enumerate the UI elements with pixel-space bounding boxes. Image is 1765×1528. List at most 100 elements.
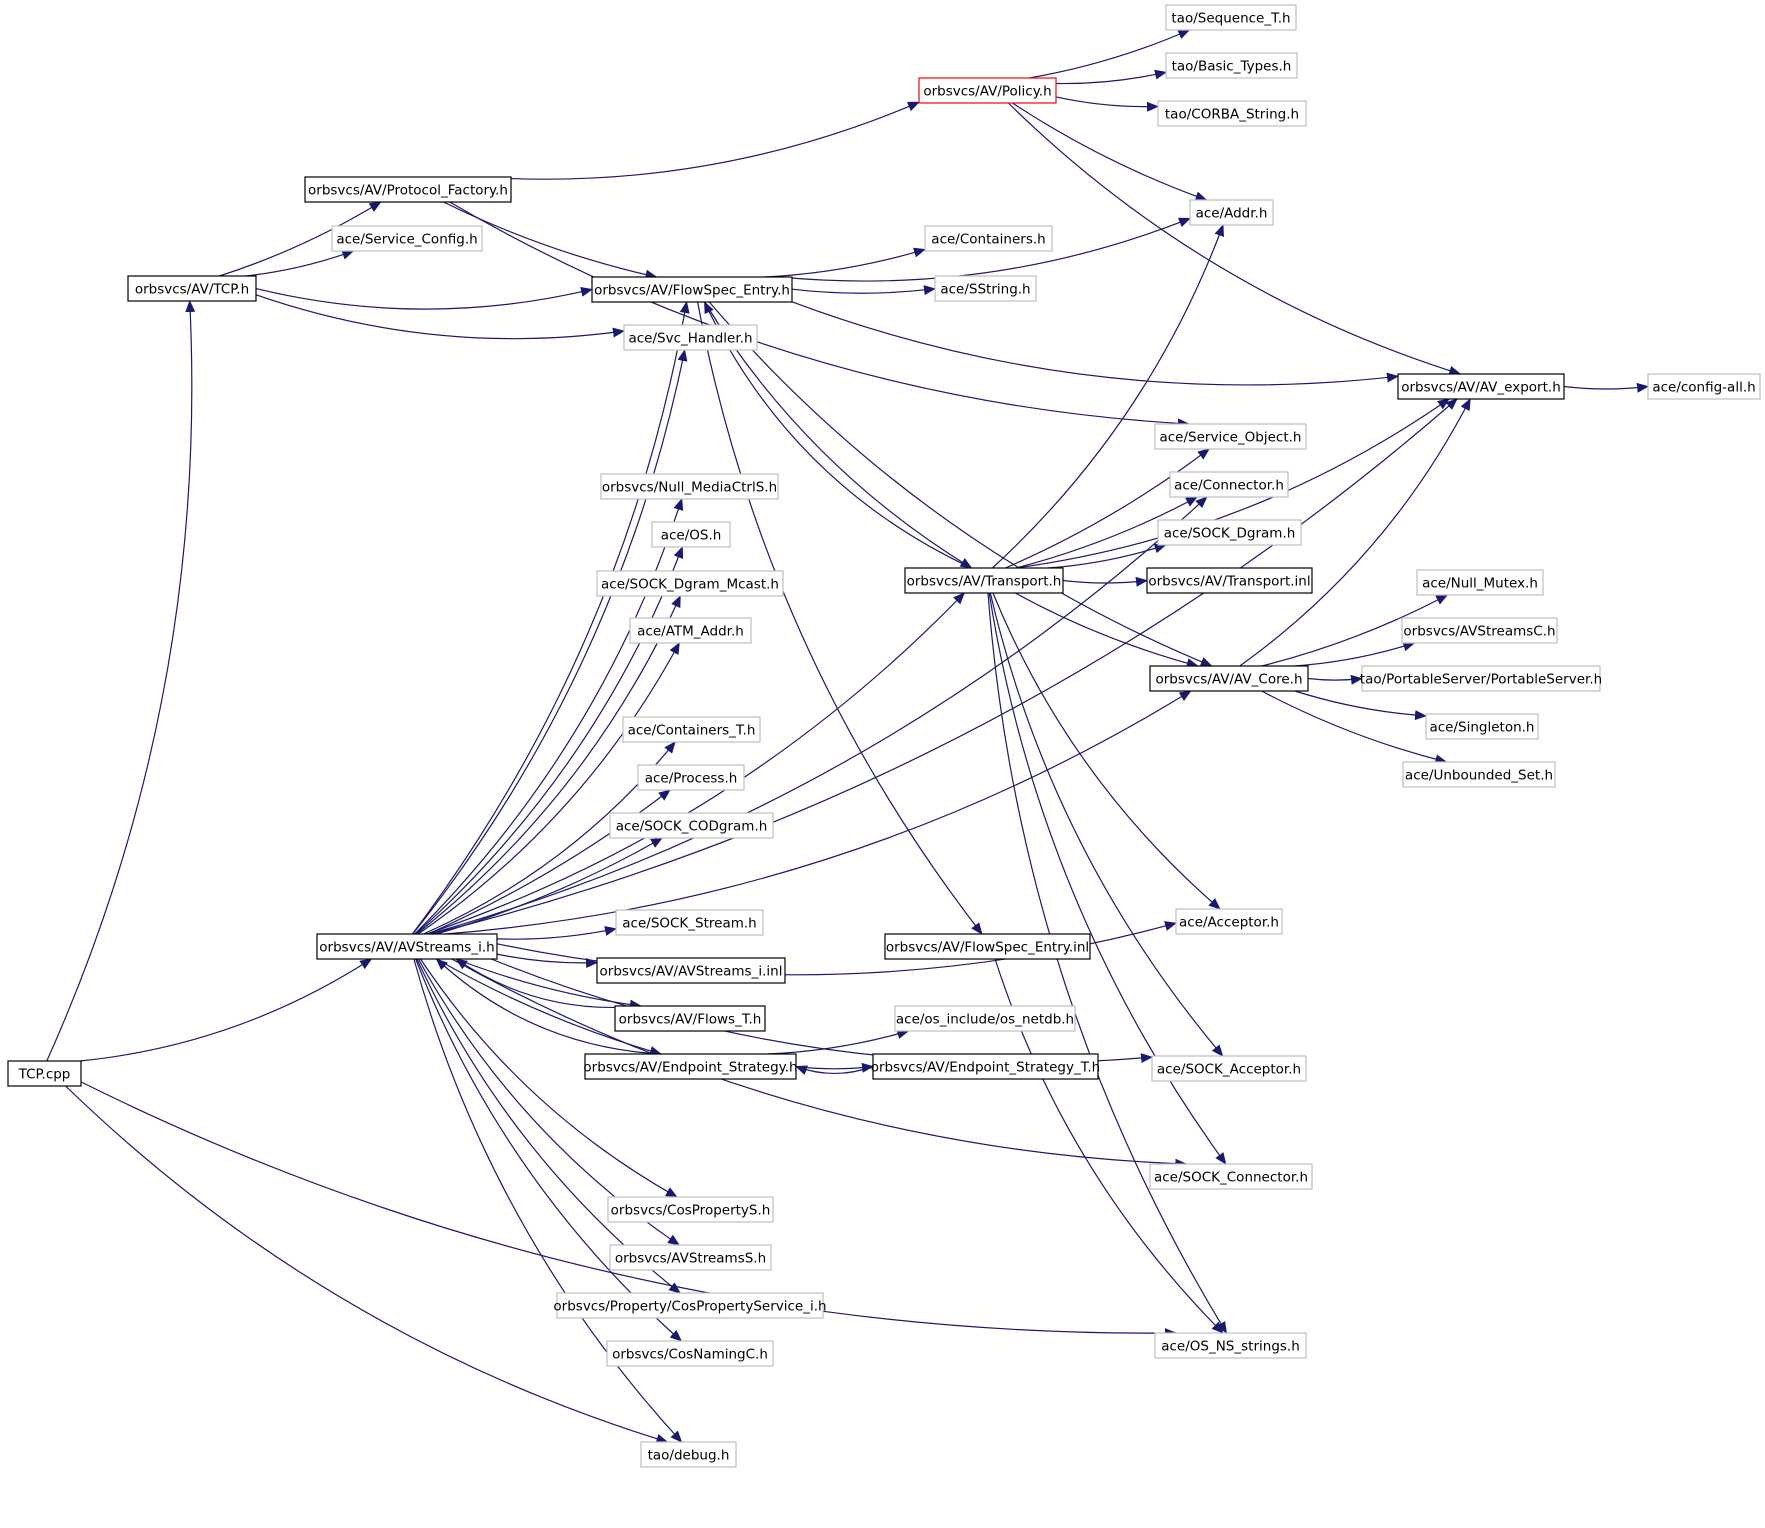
- node-sock-codgram[interactable]: ace/SOCK_CODgram.h: [609, 812, 774, 839]
- node-label: orbsvcs/AV/FlowSpec_Entry.inl: [886, 940, 1089, 956]
- node-box: [1165, 52, 1298, 79]
- node-atm-addr[interactable]: ace/ATM_Addr.h: [629, 617, 752, 644]
- node-os-ns-strings[interactable]: ace/OS_NS_strings.h: [1154, 1332, 1307, 1359]
- node-label: ace/Null_Mutex.h: [1422, 576, 1538, 592]
- node-basic-types[interactable]: tao/Basic_Types.h: [1165, 52, 1298, 79]
- node-box: [600, 473, 779, 500]
- node-flowspec-entry[interactable]: orbsvcs/AV/FlowSpec_Entry.h: [591, 276, 793, 303]
- node-flows-t[interactable]: orbsvcs/AV/Flows_T.h: [614, 1005, 766, 1032]
- node-config-all[interactable]: ace/config-all.h: [1647, 373, 1761, 400]
- node-box: [934, 275, 1037, 302]
- node-null-mediactrls[interactable]: orbsvcs/Null_MediaCtrlS.h: [600, 473, 779, 500]
- node-service-object[interactable]: ace/Service_Object.h: [1154, 423, 1307, 450]
- node-corba-string[interactable]: tao/CORBA_String.h: [1157, 100, 1307, 127]
- edge-endpoint_strategy-to-avstreams_i: [435, 958, 662, 1055]
- node-flowspec-entry-inl[interactable]: orbsvcs/AV/FlowSpec_Entry.inl: [884, 933, 1091, 960]
- node-transport-inl[interactable]: orbsvcs/AV/Transport.inl: [1146, 567, 1313, 594]
- node-avstreams-i-inl[interactable]: orbsvcs/AV/AVStreams_i.inl: [596, 957, 786, 984]
- node-label: orbsvcs/AV/AVStreams_i.h: [319, 940, 494, 956]
- edge-flowspec_entry-to-av_export: [791, 301, 1399, 386]
- node-box: [609, 812, 774, 839]
- node-label: ace/Containers_T.h: [628, 723, 756, 739]
- edge-policy-to-sequence_t: [1029, 29, 1191, 79]
- node-sequence-t[interactable]: tao/Sequence_T.h: [1165, 4, 1297, 31]
- node-tcp-h[interactable]: orbsvcs/AV/TCP.h: [127, 275, 257, 302]
- node-svc-handler[interactable]: ace/Svc_Handler.h: [623, 324, 758, 351]
- edge-transport-to-av_core: [1015, 592, 1199, 668]
- node-label: orbsvcs/AV/TCP.h: [135, 282, 249, 298]
- node-box: [1154, 1332, 1307, 1359]
- node-service-config[interactable]: ace/Service_Config.h: [331, 225, 483, 252]
- node-endpoint-strategy-t[interactable]: orbsvcs/AV/Endpoint_Strategy_T.h: [871, 1053, 1100, 1080]
- node-label: orbsvcs/AV/Endpoint_Strategy_T.h: [871, 1060, 1100, 1076]
- node-endpoint-strategy[interactable]: orbsvcs/AV/Endpoint_Strategy.h: [583, 1053, 798, 1080]
- edge-av_core-to-null_mutex: [1261, 594, 1449, 667]
- node-singleton[interactable]: ace/Singleton.h: [1425, 713, 1539, 740]
- node-label: orbsvcs/AV/Protocol_Factory.h: [308, 183, 508, 199]
- edge-protocol_factory-to-policy: [481, 101, 920, 180]
- node-transport[interactable]: orbsvcs/AV/Transport.h: [904, 567, 1064, 594]
- node-label: ace/Singleton.h: [1429, 720, 1534, 736]
- edge-av_core-to-avstreamsc: [1294, 641, 1416, 667]
- node-cosproperty-i[interactable]: orbsvcs/Property/CosPropertyService_i.h: [553, 1292, 827, 1319]
- edge-transport-to-os_ns_strings: [987, 592, 1228, 1334]
- edge-av_core-to-unbounded_set: [1261, 690, 1448, 765]
- node-tao-debug[interactable]: tao/debug.h: [640, 1441, 737, 1468]
- node-box: [1189, 199, 1274, 226]
- node-label: orbsvcs/AV/AV_export.h: [1401, 380, 1561, 396]
- node-label: ace/SOCK_Dgram.h: [1164, 526, 1296, 542]
- node-sock-connector[interactable]: ace/SOCK_Connector.h: [1149, 1163, 1313, 1190]
- edge-tcp_cpp-to-tao_debug: [65, 1085, 669, 1444]
- node-sock-acceptor[interactable]: ace/SOCK_Acceptor.h: [1151, 1055, 1307, 1082]
- edge-avstreams_i-to-svc_handler: [412, 349, 688, 935]
- node-portableserver[interactable]: tao/PortableServer/PortableServer.h: [1360, 665, 1602, 692]
- node-containers-t[interactable]: ace/Containers_T.h: [622, 716, 761, 743]
- node-policy[interactable]: orbsvcs/AV/Policy.h: [918, 77, 1057, 104]
- node-label: ace/SOCK_CODgram.h: [616, 819, 768, 835]
- node-os-h[interactable]: ace/OS.h: [651, 521, 731, 548]
- node-label: tao/debug.h: [648, 1448, 730, 1464]
- edge-tcp_h-to-svc_handler: [255, 294, 625, 340]
- node-label: ace/SOCK_Acceptor.h: [1157, 1062, 1301, 1078]
- node-sstring[interactable]: ace/SString.h: [934, 275, 1037, 302]
- node-label: ace/Acceptor.h: [1179, 915, 1279, 931]
- edge-avstreams_i-to-null_mediactrls: [414, 498, 684, 935]
- node-box: [607, 1196, 774, 1223]
- node-avstreamsc[interactable]: orbsvcs/AVStreamsC.h: [1401, 617, 1558, 644]
- node-sock-stream[interactable]: ace/SOCK_Stream.h: [615, 909, 764, 936]
- node-label: ace/Unbounded_Set.h: [1405, 768, 1553, 784]
- node-connector[interactable]: ace/Connector.h: [1169, 471, 1289, 498]
- node-box: [1151, 1055, 1307, 1082]
- node-box: [316, 933, 498, 960]
- node-label: ace/OS_NS_strings.h: [1161, 1339, 1300, 1355]
- edge-avstreams_i-to-flows_t: [455, 958, 642, 1010]
- node-label: ace/ATM_Addr.h: [637, 624, 744, 640]
- edge-protocol_factory-to-flowspec_entry: [443, 201, 658, 280]
- node-acceptor[interactable]: ace/Acceptor.h: [1175, 908, 1283, 935]
- node-av-core[interactable]: orbsvcs/AV/AV_Core.h: [1149, 665, 1309, 692]
- edge-avstreams_i-to-connector: [429, 496, 1208, 935]
- node-box: [596, 957, 786, 984]
- node-containers[interactable]: ace/Containers.h: [924, 225, 1053, 252]
- node-os-netdb[interactable]: ace/os_include/os_netdb.h: [894, 1005, 1076, 1032]
- file-nodes: TCP.cpp orbsvcs/AV/TCP.h orbsvcs/AV/Protoc…: [7, 4, 1761, 1468]
- node-tcp-cpp[interactable]: TCP.cpp: [7, 1060, 82, 1087]
- node-label: orbsvcs/Null_MediaCtrlS.h: [602, 480, 777, 496]
- node-cospropertys[interactable]: orbsvcs/CosPropertyS.h: [607, 1196, 774, 1223]
- node-av-export[interactable]: orbsvcs/AV/AV_export.h: [1397, 373, 1565, 400]
- node-avstreams-i[interactable]: orbsvcs/AV/AVStreams_i.h: [316, 933, 498, 960]
- edge-transport-to-addr: [991, 224, 1224, 569]
- node-avstreamss[interactable]: orbsvcs/AVStreamsS.h: [609, 1244, 772, 1271]
- node-label: orbsvcs/AV/Flows_T.h: [619, 1012, 762, 1028]
- edge-flowspec_entry-to-addr: [779, 217, 1191, 282]
- node-label: TCP.cpp: [18, 1067, 71, 1083]
- node-sock-dgram-mcast[interactable]: ace/SOCK_Dgram_Mcast.h: [596, 570, 784, 597]
- node-process[interactable]: ace/Process.h: [637, 764, 745, 791]
- edge-protocol_factory-to-service_object: [449, 201, 1190, 429]
- node-sock-dgram[interactable]: ace/SOCK_Dgram.h: [1157, 519, 1302, 546]
- node-cosnamingc[interactable]: orbsvcs/CosNamingC.h: [606, 1340, 774, 1367]
- node-unbounded-set[interactable]: ace/Unbounded_Set.h: [1402, 761, 1556, 788]
- node-null-mutex[interactable]: ace/Null_Mutex.h: [1416, 569, 1544, 596]
- node-protocol-factory[interactable]: orbsvcs/AV/Protocol_Factory.h: [304, 176, 512, 203]
- node-addr[interactable]: ace/Addr.h: [1189, 199, 1274, 226]
